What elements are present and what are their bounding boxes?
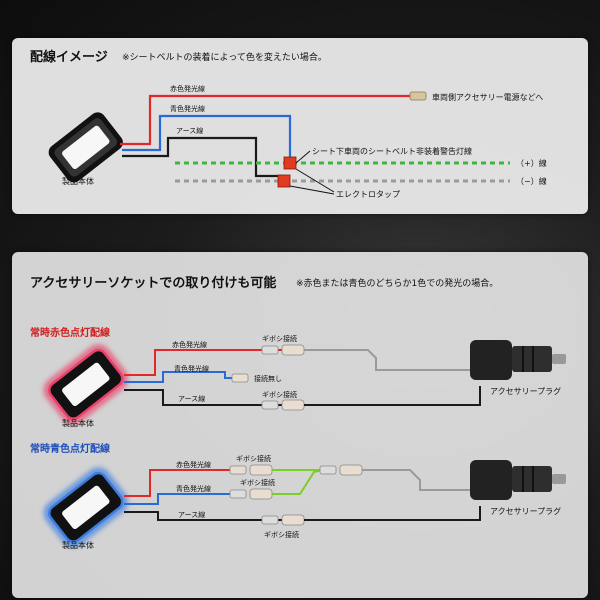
product-body-label-top: 製品本体 xyxy=(62,177,94,186)
earth-wire-rs xyxy=(124,389,310,406)
wiring-image-title: 配線イメージ xyxy=(30,50,108,65)
accessory-plug-red xyxy=(470,340,566,380)
gibosi-earth-male xyxy=(261,400,279,410)
earth-wire-bs xyxy=(124,511,310,521)
bs-earth-label: アース線 xyxy=(178,511,206,519)
vehicle-acc-label: 車両側アクセサリー電源などへ xyxy=(432,93,544,102)
blue-glow xyxy=(44,468,128,547)
blue-wire-bs xyxy=(124,493,232,505)
bs-gibosi-1: ギボシ接続 xyxy=(236,455,271,463)
gibosi-red-female xyxy=(281,344,305,356)
blue-section-heading: 常時青色点灯配線 xyxy=(30,444,110,455)
gibosi-red-male xyxy=(261,345,279,355)
plug-minus-cable-bs xyxy=(304,506,481,521)
bs-gibosi-2: ギボシ接続 xyxy=(240,479,275,487)
gibosi-bs-3-female xyxy=(281,514,305,526)
plus-label: （+）線 xyxy=(516,159,547,168)
red-wire-top xyxy=(120,94,412,146)
gibosi-earth-female xyxy=(281,399,305,411)
terminal-connector xyxy=(409,91,427,101)
minus-label: （−）線 xyxy=(516,177,547,186)
accessory-socket-title: アクセサリーソケットでの取り付けも可能 xyxy=(30,276,277,291)
tap-pointer-1 xyxy=(295,168,335,193)
blue-wire-rs xyxy=(124,371,234,383)
seatbelt-label: シート下車両のシートベルト非装着警告灯線 xyxy=(312,147,472,156)
seatbelt-pointer xyxy=(295,150,311,164)
rs-no-connect: 接続無し xyxy=(254,375,282,383)
blue-wire-top xyxy=(122,114,292,162)
plug-plus-cable-bs xyxy=(362,469,470,491)
bs-blue-label: 青色発光線 xyxy=(176,485,211,493)
red-wire-bs xyxy=(124,469,232,497)
red-glow xyxy=(44,345,128,424)
bs-red-label: 赤色発光線 xyxy=(176,461,211,469)
gibosi-bs-3-male xyxy=(261,515,279,525)
earth-wire-top xyxy=(122,136,284,178)
earth-wire-label: アース線 xyxy=(176,127,204,135)
rs-red-label: 赤色発光線 xyxy=(172,341,207,349)
bs-body-label: 製品本体 xyxy=(62,541,94,550)
gibosi-bs-join-female xyxy=(339,464,363,476)
product-body-top xyxy=(48,112,123,183)
wiring-image-note: ※シートベルトの装着によって色を変えたい場合。 xyxy=(122,53,327,63)
rs-gibosi-bottom: ギボシ接続 xyxy=(262,391,297,399)
bs-gibosi-3: ギボシ接続 xyxy=(264,531,299,539)
accessory-plug-blue xyxy=(470,460,566,500)
electro-tap-2 xyxy=(277,174,291,188)
plug-tip xyxy=(552,354,566,364)
product-body-red xyxy=(44,345,128,424)
rs-plug-label: アクセサリープラグ xyxy=(490,387,562,396)
rs-body-label: 製品本体 xyxy=(62,419,94,428)
gibosi-bs-1-male xyxy=(229,465,247,475)
gibosi-bs-join-male xyxy=(319,465,337,475)
tap-pointer-2 xyxy=(289,185,335,195)
red-wire-label: 赤色発光線 xyxy=(170,85,205,93)
plug-tip xyxy=(552,474,566,484)
bs-plug-label: アクセサリープラグ xyxy=(490,507,562,516)
accessory-socket-note: ※赤色または青色のどちらか1色での発光の場合。 xyxy=(296,279,499,289)
green-join-2 xyxy=(272,469,323,495)
plug-plus-cable-rs xyxy=(304,349,470,371)
gibosi-bs-2-female xyxy=(249,488,273,500)
product-display-red xyxy=(62,362,110,407)
red-section-heading: 常時赤色点灯配線 xyxy=(30,328,110,339)
product-display-blue xyxy=(62,485,110,530)
blue-wire-label: 青色発光線 xyxy=(170,105,205,113)
red-wire-rs xyxy=(124,349,310,376)
product-body-blue xyxy=(44,468,128,547)
accessory-socket-panel xyxy=(12,252,588,598)
gibosi-bs-2-male xyxy=(229,489,247,499)
rs-earth-label: アース線 xyxy=(178,395,206,403)
rs-gibosi-top: ギボシ接続 xyxy=(262,335,297,343)
no-connect-terminal xyxy=(231,373,249,383)
product-display xyxy=(62,125,110,170)
electro-tap-label: エレクトロタップ xyxy=(336,190,400,199)
gibosi-bs-1-female xyxy=(249,464,273,476)
plug-body xyxy=(470,460,512,500)
plug-minus-cable-rs xyxy=(304,386,481,406)
plug-body xyxy=(470,340,512,380)
rs-blue-label: 青色発光線 xyxy=(174,365,209,373)
